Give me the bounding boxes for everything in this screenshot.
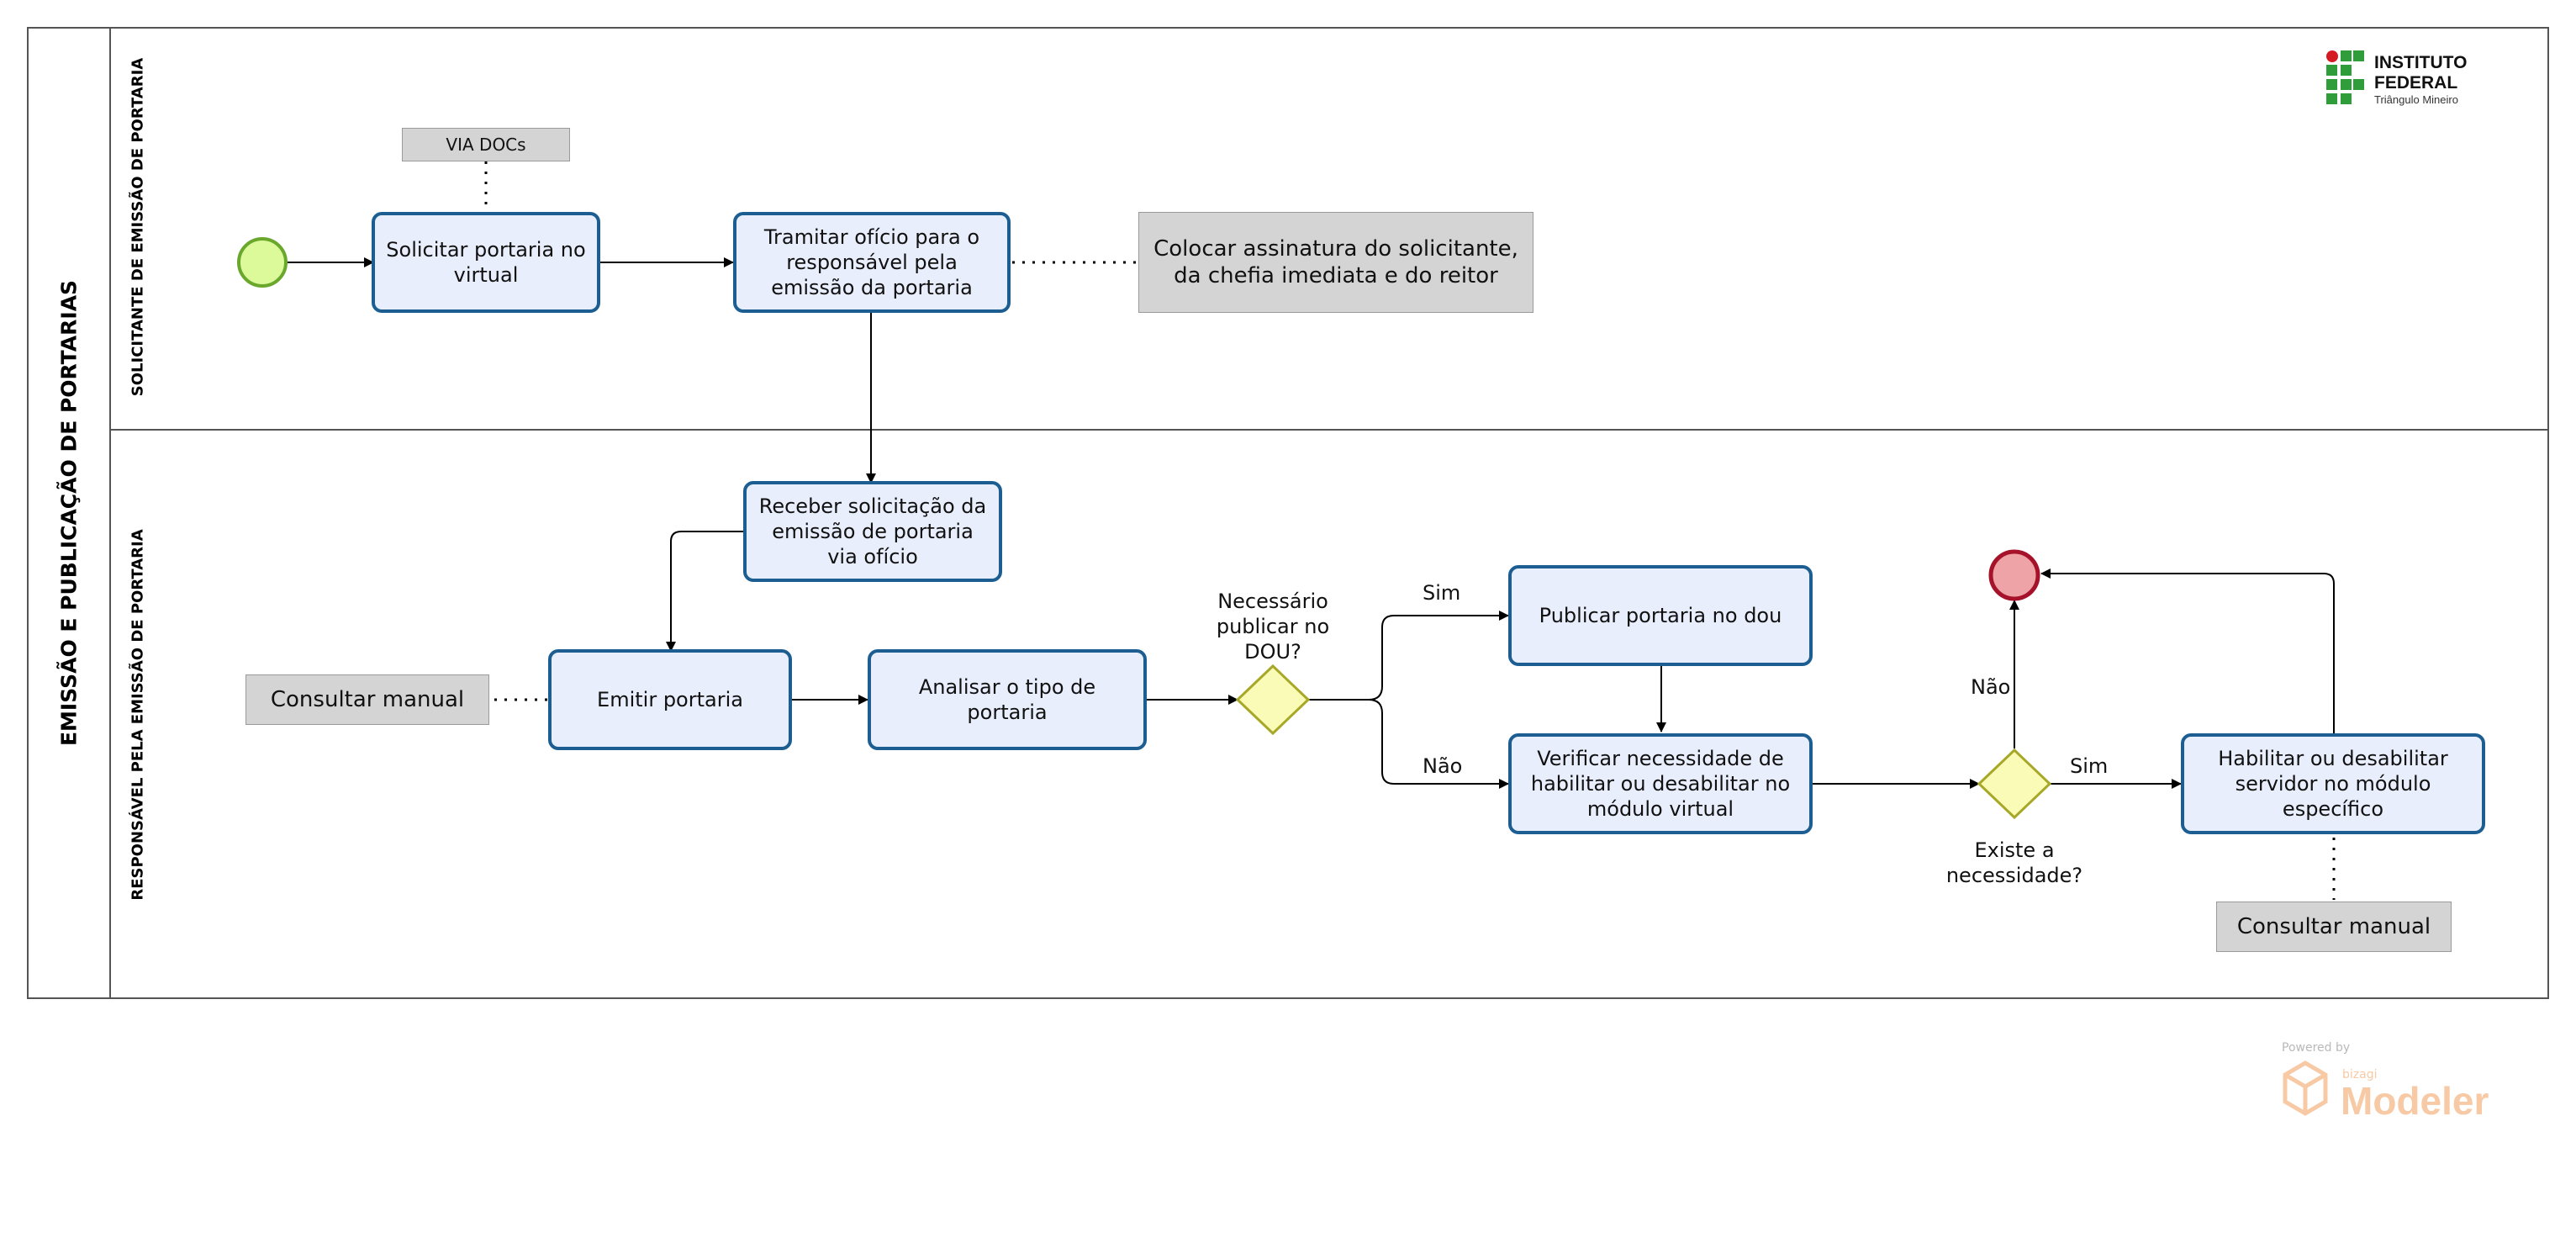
annotation-consultar-manual-2: Consultar manual <box>2216 902 2452 952</box>
task-solicitar-portaria[interactable]: Solicitar portaria no virtual <box>372 212 600 313</box>
powered-by-text: Powered by <box>2282 1041 2351 1055</box>
gateway-existe-necessidade <box>1977 748 2052 820</box>
task-verificar-necessidade[interactable]: Verificar necessidade de habilitar ou de… <box>1508 733 1813 834</box>
modeler-cube-icon <box>2283 1060 2328 1116</box>
gateway-dou-label: Necessário publicar no DOU? <box>1216 590 1330 664</box>
task-receber-solicitacao[interactable]: Receber solicitação da emissão de portar… <box>743 481 1002 582</box>
gateway-necessidade-label: Existe a necessidade? <box>1945 838 2083 887</box>
lane-divider <box>111 429 2549 431</box>
task-tramitar-oficio[interactable]: Tramitar ofício para o responsável pela … <box>733 212 1011 313</box>
flow-label-nao-2: Não <box>1971 675 2011 699</box>
pool-header <box>27 27 111 999</box>
flow-gateway-dou-sim <box>1308 611 1509 701</box>
logo-subtitle: Triângulo Mineiro <box>2374 93 2458 106</box>
flow-label-nao-1: Não <box>1423 754 1463 778</box>
pool-border <box>27 27 2549 999</box>
bizagi-brand-text: bizagi <box>2342 1068 2378 1081</box>
annotation-via-docs: VIA DOCs <box>402 128 570 161</box>
gateway-publicar-dou <box>1235 664 1311 736</box>
flow-habilitar-to-end <box>2040 568 2335 733</box>
annotation-assinatura: Colocar assinatura do solicitante, da ch… <box>1138 212 1533 313</box>
task-analisar-tipo[interactable]: Analisar o tipo de portaria <box>868 649 1147 750</box>
flow-gateway-dou-nao <box>1368 699 1509 789</box>
end-event <box>1988 549 2040 601</box>
logo-title: INSTITUTO FEDERAL <box>2374 52 2468 93</box>
task-publicar-dou[interactable]: Publicar portaria no dou <box>1508 565 1813 666</box>
flow-label-sim-1: Sim <box>1423 581 1461 605</box>
annotation-consultar-manual: Consultar manual <box>245 674 489 725</box>
modeler-brand-text: Modeler <box>2341 1079 2489 1123</box>
powered-by-watermark: Powered by bizagi Modeler <box>2280 1041 2499 1125</box>
flow-receber-to-emitir <box>666 531 743 652</box>
task-habilitar-desabilitar[interactable]: Habilitar ou desabilitar servidor no mód… <box>2181 733 2485 834</box>
instituto-federal-logo-mark-icon <box>2325 50 2366 108</box>
start-event <box>237 237 288 288</box>
task-emitir-portaria[interactable]: Emitir portaria <box>548 649 792 750</box>
flow-label-sim-2: Sim <box>2070 754 2109 778</box>
instituto-federal-logo: INSTITUTO FEDERAL Triângulo Mineiro <box>2325 47 2539 111</box>
